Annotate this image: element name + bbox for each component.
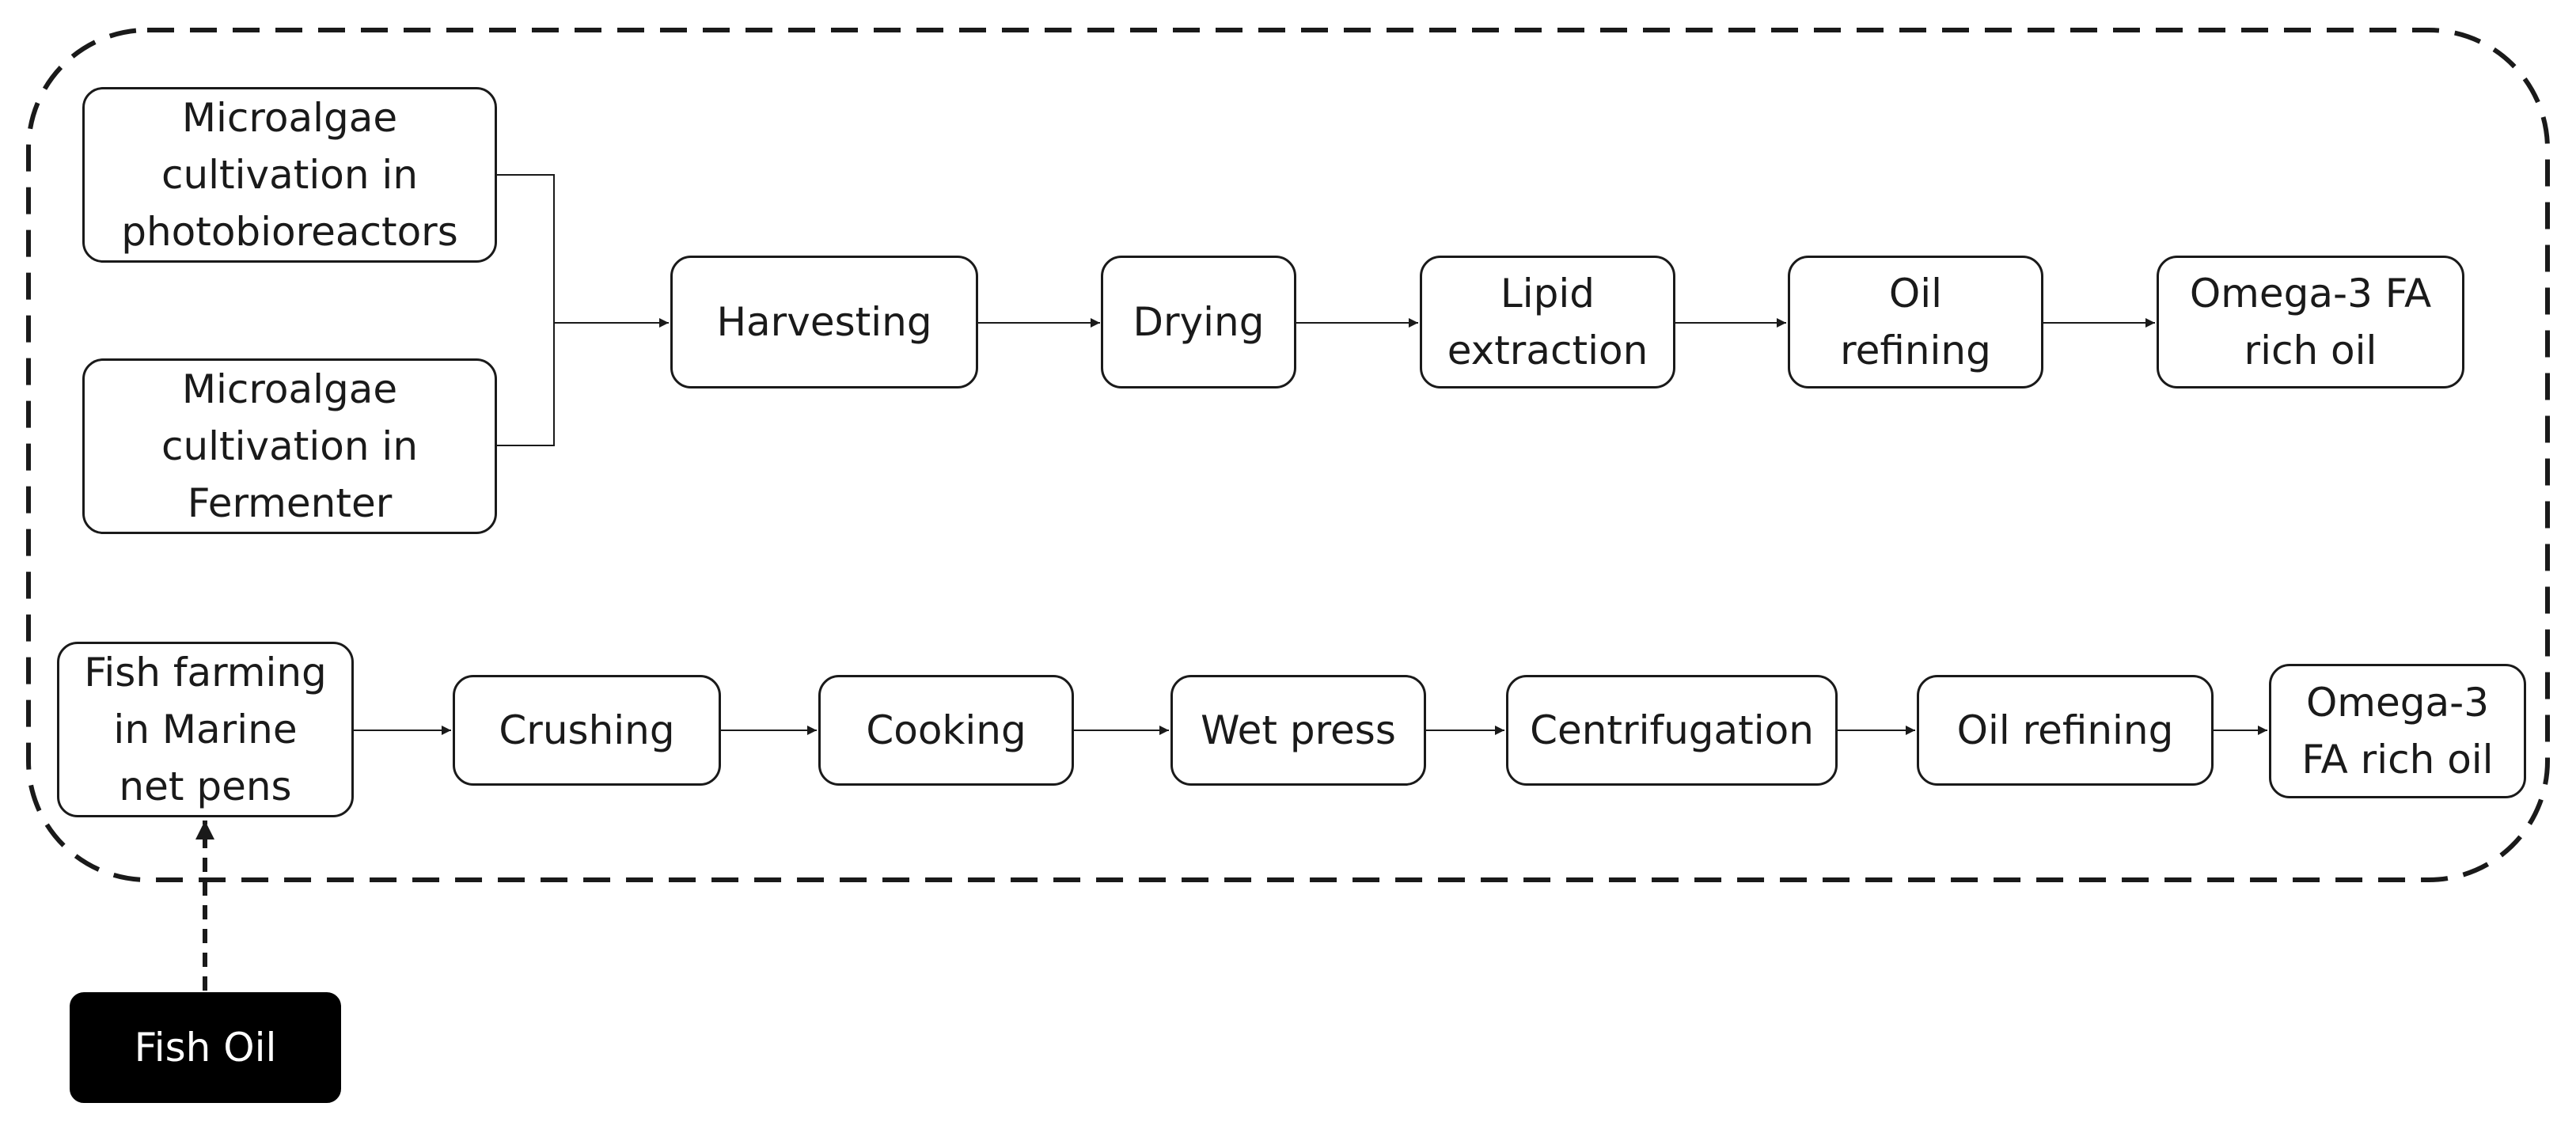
node-omega3-bottom: Omega-3 FA rich oil — [2269, 664, 2526, 798]
merge-connector — [497, 174, 669, 446]
node-oil-refining-bottom: Oil refining — [1917, 675, 2214, 786]
node-lipid-extraction: Lipid extraction — [1420, 256, 1675, 388]
node-omega3-top: Omega-3 FA rich oil — [2157, 256, 2464, 388]
node-microalgae-fermenter: Microalgae cultivation in Fermenter — [82, 358, 497, 534]
node-cooking: Cooking — [818, 675, 1074, 786]
node-drying: Drying — [1101, 256, 1296, 388]
node-fish-oil: Fish Oil — [70, 992, 341, 1103]
node-harvesting: Harvesting — [670, 256, 978, 388]
system-boundary — [26, 28, 2550, 882]
node-centrifugation: Centrifugation — [1506, 675, 1838, 786]
node-oil-refining-top: Oil refining — [1788, 256, 2043, 388]
node-fish-farming: Fish farming in Marine net pens — [57, 642, 354, 817]
node-microalgae-photobioreactors: Microalgae cultivation in photobioreacto… — [82, 87, 497, 263]
node-wet-press: Wet press — [1170, 675, 1426, 786]
node-crushing: Crushing — [453, 675, 721, 786]
